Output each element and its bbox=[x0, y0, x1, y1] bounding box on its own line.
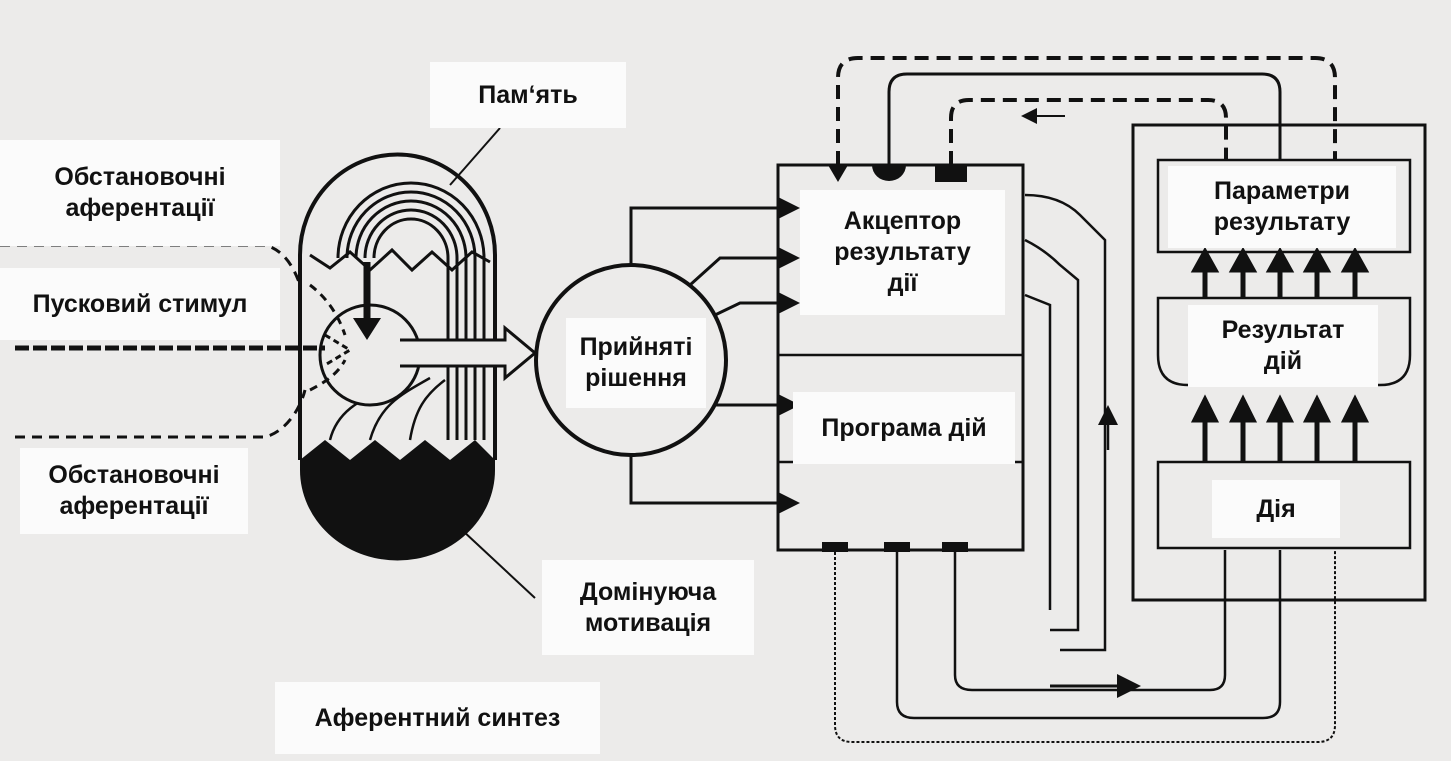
action-text: Дія bbox=[1256, 494, 1296, 523]
acceptor-line-1: Акцептор bbox=[843, 207, 962, 235]
situational-top-line-1: Обстановочні bbox=[54, 163, 226, 191]
action-result-line-1: Результат bbox=[1221, 316, 1345, 344]
situational-afferentation-top-label: Обстановочні аферентації bbox=[0, 140, 280, 246]
acceptor-line-3: дії bbox=[887, 269, 918, 297]
result-parameters-line-2: результату bbox=[1213, 208, 1351, 236]
situational-bottom-line-2: аферентації bbox=[59, 492, 209, 520]
dominant-motivation-line-2: мотивація bbox=[584, 608, 712, 637]
decisions-label: Прийняті рішення bbox=[566, 318, 706, 408]
result-parameters-label: Параметри результату bbox=[1168, 166, 1396, 248]
memory-label: Пам‘ять bbox=[430, 62, 626, 128]
trigger-stimulus-text: Пусковий стимул bbox=[32, 289, 248, 318]
dominant-motivation-line-1: Домінуюча bbox=[579, 577, 717, 606]
action-result-line-2: дій bbox=[1263, 347, 1303, 375]
action-program-label: Програма дій bbox=[793, 392, 1015, 464]
decisions-line-1: Прийняті bbox=[579, 333, 693, 361]
afferent-synthesis-text: Аферентний синтез bbox=[314, 703, 561, 732]
situational-top-line-2: аферентації bbox=[65, 194, 215, 222]
situational-afferentation-bottom-label: Обстановочні аферентації bbox=[20, 448, 248, 534]
action-result-label: Результат дій bbox=[1188, 305, 1378, 387]
situational-bottom-line-1: Обстановочні bbox=[48, 461, 220, 489]
result-block bbox=[1131, 123, 1427, 602]
acceptor-label: Акцептор результату дії bbox=[800, 190, 1005, 315]
trigger-stimulus-label: Пусковий стимул bbox=[0, 268, 280, 340]
afferent-synthesis-label: Аферентний синтез bbox=[275, 682, 600, 754]
feedback-loops-bottom bbox=[834, 193, 1336, 743]
acceptor-line-2: результату bbox=[834, 238, 971, 266]
feedback-loops-top bbox=[836, 56, 1337, 165]
action-label: Дія bbox=[1212, 480, 1340, 538]
afferent-synthesis-capsule bbox=[298, 127, 538, 599]
afferent-inputs bbox=[0, 243, 353, 439]
decisions-line-2: рішення bbox=[585, 364, 687, 392]
action-program-text: Програма дій bbox=[821, 413, 987, 442]
result-parameters-line-1: Параметри bbox=[1214, 177, 1350, 205]
memory-label-text: Пам‘ять bbox=[478, 80, 578, 109]
dominant-motivation-label: Домінуюча мотивація bbox=[542, 560, 754, 655]
